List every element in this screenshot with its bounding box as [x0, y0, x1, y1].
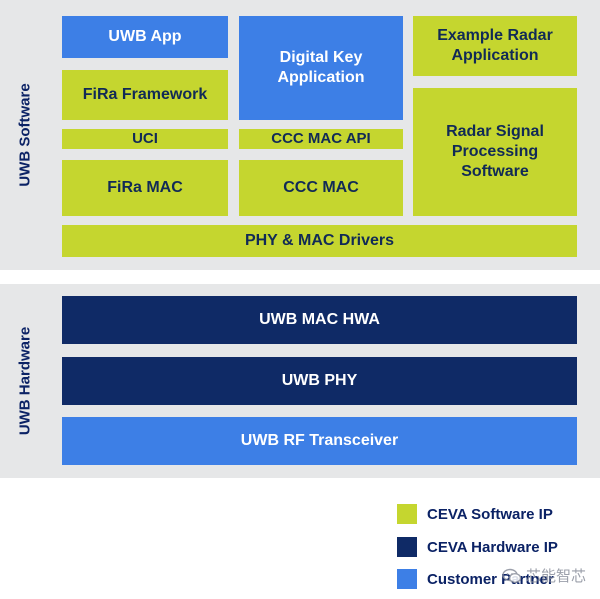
legend-item-software: CEVA Software IP: [397, 504, 553, 524]
uwb-app-block: UWB App: [62, 16, 228, 58]
fira-mac-block: FiRa MAC: [62, 160, 228, 216]
uwb-mac-hwa-block: UWB MAC HWA: [62, 296, 577, 344]
legend-label-software: CEVA Software IP: [427, 505, 553, 523]
phy-mac-drivers-block: PHY & MAC Drivers: [62, 225, 577, 257]
watermark-text: 芯能智芯: [525, 568, 586, 585]
radar-signal-processing-block: Radar Signal Processing Software: [413, 88, 577, 216]
uwb-phy-block: UWB PHY: [62, 357, 577, 405]
wechat-icon: [502, 568, 522, 583]
example-radar-application-block: Example Radar Application: [413, 16, 577, 76]
ccc-mac-block: CCC MAC: [239, 160, 403, 216]
uci-block: UCI: [62, 129, 228, 149]
software-side-label: UWB Software: [16, 83, 34, 187]
legend-item-customer: Customer Partner: [397, 569, 554, 589]
watermark: 芯能智芯: [502, 565, 586, 586]
legend-item-hardware: CEVA Hardware IP: [397, 537, 558, 557]
uwb-rf-transceiver-block: UWB RF Transceiver: [62, 417, 577, 465]
ccc-mac-api-block: CCC MAC API: [239, 129, 403, 149]
legend-swatch-hardware: [397, 537, 417, 557]
digital-key-application-block: Digital Key Application: [239, 16, 403, 120]
legend-swatch-customer: [397, 569, 417, 589]
hardware-side-label: UWB Hardware: [16, 326, 34, 436]
legend-label-hardware: CEVA Hardware IP: [427, 538, 558, 556]
fira-framework-block: FiRa Framework: [62, 70, 228, 120]
legend-label-customer: Customer Partner: [427, 570, 554, 588]
legend-swatch-software: [397, 504, 417, 524]
